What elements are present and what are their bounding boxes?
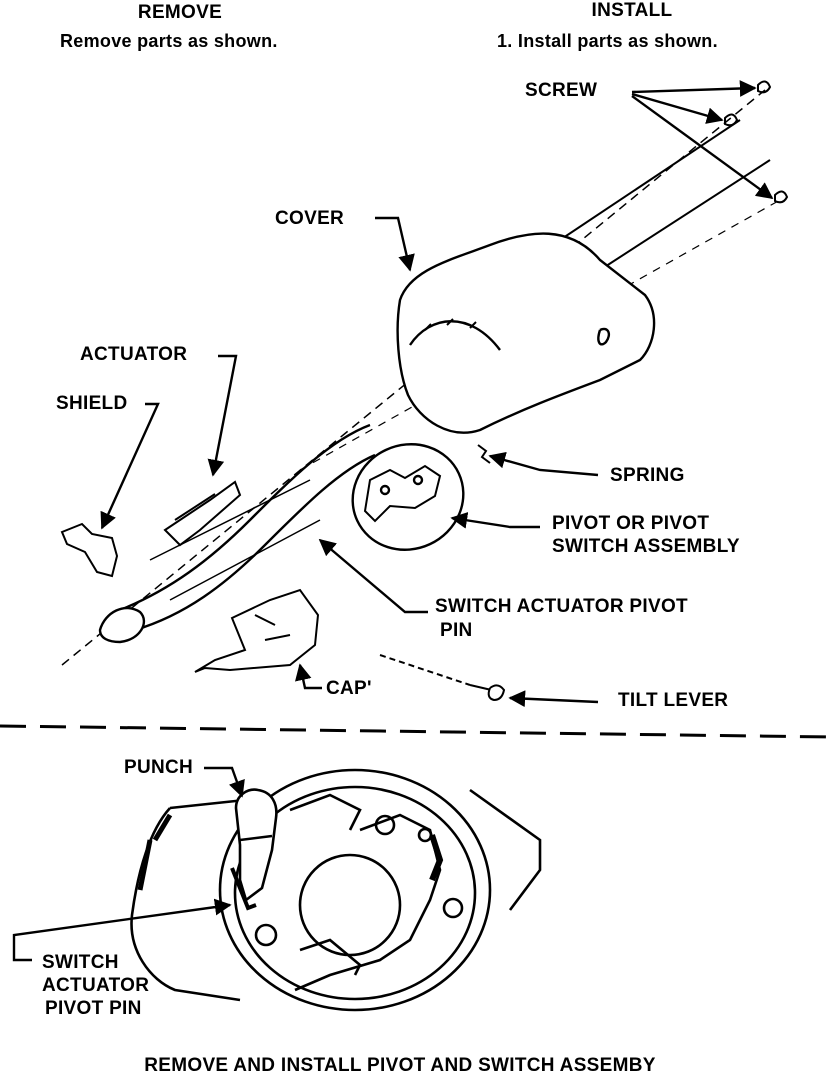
lower-pin-label-line2: ACTUATOR: [42, 975, 150, 996]
column-tube: [559, 119, 771, 271]
tilt-lever-leader: [508, 690, 599, 708]
cap-leader: [295, 663, 322, 690]
pivot-label-line2: SWITCH ASSEMBLY: [552, 536, 740, 557]
cap-part: [194, 588, 320, 673]
lower-pin-leader: [12, 898, 232, 962]
punch-label: PUNCH: [124, 757, 194, 778]
shield-leader: [100, 402, 160, 530]
screw-label: SCREW: [525, 80, 598, 101]
pivot-leader: [450, 512, 540, 529]
section-divider: [0, 724, 832, 739]
spring-leader: [488, 451, 599, 477]
actuator-label: ACTUATOR: [80, 344, 188, 365]
screw-leader-2: [631, 92, 724, 124]
switch-pin-leader: [318, 538, 428, 614]
lower-pin-label-line3: PIVOT PIN: [45, 998, 142, 1019]
switch-pin-label-line1: SWITCH ACTUATOR PIVOT: [435, 596, 688, 617]
lower-leader-arrows: [12, 766, 245, 962]
actuator-part: [163, 480, 242, 547]
remove-title: REMOVE: [137, 2, 223, 23]
install-instruction: 1. Install parts as shown.: [497, 31, 718, 51]
tilt-lever-part: [379, 654, 506, 702]
cover-part: [396, 232, 656, 434]
leader-arrows: [100, 80, 774, 708]
cap-label: CAP': [326, 678, 372, 699]
figure-caption: REMOVE AND INSTALL PIVOT AND SWITCH ASSE…: [144, 1055, 656, 1076]
spring-label: SPRING: [610, 465, 685, 486]
cover-label: COVER: [275, 208, 345, 229]
install-title: INSTALL: [591, 0, 673, 21]
spring-part: [477, 444, 491, 464]
shield-label: SHIELD: [56, 393, 128, 414]
pivot-label-line1: PIVOT OR PIVOT: [552, 513, 710, 534]
remove-instruction: Remove parts as shown.: [60, 31, 278, 51]
column-housing: [149, 479, 321, 601]
screw-parts: [724, 80, 789, 204]
actuator-leader: [207, 354, 238, 477]
punch-leader: [204, 766, 245, 798]
punch-tool: [230, 788, 278, 911]
lower-pin-label-line1: SWITCH: [42, 952, 119, 973]
switch-pin-label-line2: PIN: [440, 620, 473, 641]
screw-leader-1: [631, 80, 757, 97]
switch-actuator-rod: [98, 423, 376, 644]
tilt-lever-label: TILT LEVER: [618, 690, 729, 711]
lower-detail-housing: [130, 768, 542, 1012]
shield-part: [60, 522, 119, 578]
pivot-switch-assembly-part: [351, 443, 465, 551]
screw-leader-3: [631, 95, 774, 199]
cover-leader: [375, 216, 415, 272]
